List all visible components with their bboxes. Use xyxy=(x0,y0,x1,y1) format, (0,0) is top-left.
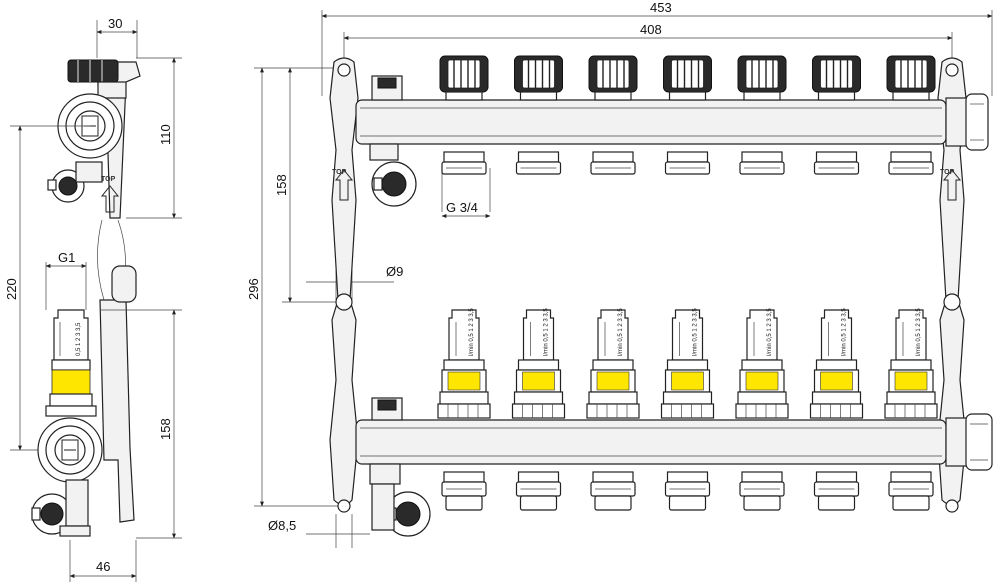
svg-text:TOP: TOP xyxy=(332,169,347,176)
dim-bottom-hole-diameter: Ø8,5 xyxy=(268,518,296,533)
svg-text:l/min 0,5 1 2 3 3,5: l/min 0,5 1 2 3 3,5 xyxy=(544,308,550,356)
svg-text:0,5 1 2 3 3,5: 0,5 1 2 3 3,5 xyxy=(76,322,82,356)
svg-text:l/min 0,5 1 2 3 3,5: l/min 0,5 1 2 3 3,5 xyxy=(842,308,848,356)
dim-front-height-upper: 158 xyxy=(274,174,289,196)
svg-text:TOP: TOP xyxy=(940,169,955,176)
outlet-2: l/min 0,5 1 2 3 3,5 xyxy=(511,55,566,511)
dim-front-height-total: 296 xyxy=(246,278,261,300)
dim-side-thread: G1 xyxy=(58,250,75,265)
side-view: 30 110 TOP 220 xyxy=(4,16,182,582)
flowmeter-window-2 xyxy=(522,371,555,391)
outlet-7: l/min 0,5 1 2 3 3,5 xyxy=(884,55,938,511)
outlet-6: l/min 0,5 1 2 3 3,5 xyxy=(809,55,864,511)
flowmeter-window-3 xyxy=(596,371,630,391)
svg-text:l/min 0,5 1 2 3 3,5: l/min 0,5 1 2 3 3,5 xyxy=(916,308,922,356)
flowmeter-window-4 xyxy=(671,371,704,391)
dim-side-width-top: 30 xyxy=(108,16,122,31)
top-marking: TOP xyxy=(101,176,116,183)
front-view: 453 408 296 158 Ø9 Ø8,5 TOP xyxy=(246,0,993,548)
dim-side-height-total: 220 xyxy=(4,278,19,300)
svg-text:l/min 0,5 1 2 3 3,5: l/min 0,5 1 2 3 3,5 xyxy=(618,308,624,356)
outlet-5: l/min 0,5 1 2 3 3,5 xyxy=(735,55,789,511)
outlet-1: l/min 0,5 1 2 3 3,5 xyxy=(437,55,491,511)
flowmeter-window-1 xyxy=(447,371,481,391)
svg-text:l/min 0,5 1 2 3 3,5: l/min 0,5 1 2 3 3,5 xyxy=(693,308,699,356)
dim-front-width-inner: 408 xyxy=(640,22,662,37)
svg-text:l/min 0,5 1 2 3 3,5: l/min 0,5 1 2 3 3,5 xyxy=(469,308,475,356)
dim-side-height-bottom: 158 xyxy=(158,418,173,440)
flowmeter-window-5 xyxy=(745,371,779,391)
side-flowmeter-window xyxy=(51,369,91,395)
dim-outlet-thread: G 3/4 xyxy=(446,200,478,215)
flowmeter-window-7 xyxy=(894,371,928,391)
top-manifold-bar xyxy=(355,99,947,145)
dim-side-height-top: 110 xyxy=(158,124,173,145)
bottom-manifold-bar xyxy=(355,419,947,465)
dim-side-width-bottom: 46 xyxy=(96,559,110,574)
dim-hole-diameter: Ø9 xyxy=(386,264,403,279)
dim-front-width-total: 453 xyxy=(650,0,672,15)
outlet-3: l/min 0,5 1 2 3 3,5 xyxy=(586,55,640,511)
outlet-group: l/min 0,5 1 2 3 3,5 l/min 0,5 1 2 3 3,5 l/… xyxy=(437,55,938,511)
svg-text:l/min 0,5 1 2 3 3,5: l/min 0,5 1 2 3 3,5 xyxy=(767,308,773,356)
flowmeter-window-6 xyxy=(820,371,853,391)
outlet-4: l/min 0,5 1 2 3 3,5 xyxy=(660,55,715,511)
